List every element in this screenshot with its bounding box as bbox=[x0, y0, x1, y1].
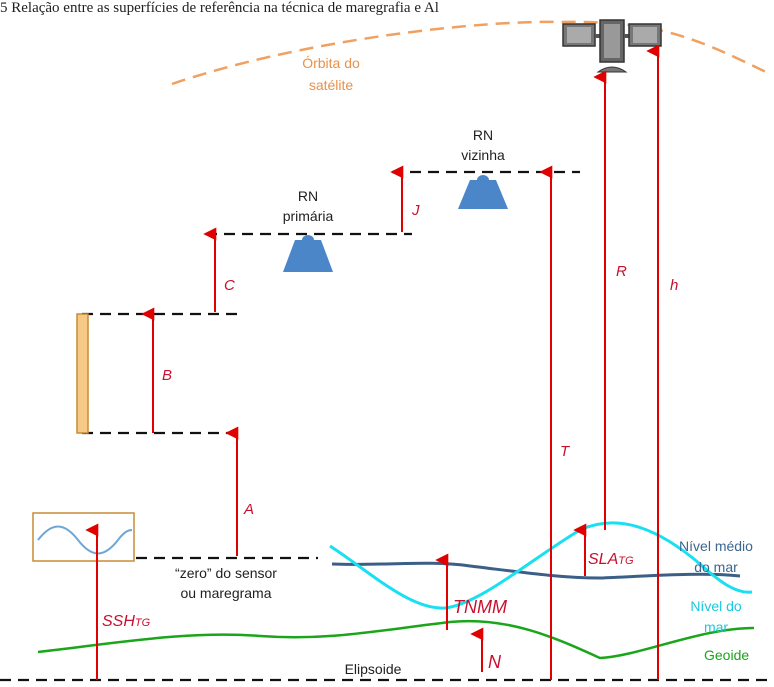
label-h: h bbox=[670, 277, 678, 294]
satellite-icon bbox=[562, 19, 662, 73]
rn-primary-icon bbox=[283, 235, 333, 272]
rn-neighbor-label-line1: RN bbox=[473, 127, 493, 143]
label-t: T bbox=[560, 443, 571, 460]
label-sla: SLATG bbox=[588, 551, 634, 568]
orbit-label-line1: Órbita do bbox=[302, 55, 360, 71]
sea-level-label-line2: mar bbox=[704, 619, 728, 635]
label-c: C bbox=[224, 277, 235, 294]
figure-caption: 5 Relação entre as superfícies de referê… bbox=[0, 0, 439, 16]
label-a: A bbox=[243, 501, 254, 518]
label-ssh: SSHTG bbox=[102, 613, 151, 630]
sea-level-curve bbox=[329, 521, 753, 610]
label-n: N bbox=[488, 652, 502, 672]
measurement-arrows bbox=[85, 44, 660, 680]
tide-staff bbox=[76, 313, 89, 434]
mean-sea-level-label-line2: do mar bbox=[694, 559, 738, 575]
satellite-orbit bbox=[171, 20, 771, 86]
sensor-zero-label-line2: ou maregrama bbox=[180, 585, 271, 601]
geoid-curve bbox=[37, 619, 755, 660]
mean-sea-level-curve bbox=[331, 561, 741, 580]
rn-neighbor-label-line2: vizinha bbox=[461, 147, 505, 163]
geoid-label: Geoide bbox=[704, 647, 749, 663]
label-b: B bbox=[162, 367, 172, 384]
rn-primary-label-line1: RN bbox=[298, 188, 318, 204]
label-r: R bbox=[616, 263, 627, 280]
rn-primary-label-line2: primária bbox=[283, 208, 334, 224]
orbit-label-line2: satélite bbox=[309, 77, 354, 93]
tide-gauge-record bbox=[32, 512, 135, 562]
mean-sea-level-label-line1: Nível médio bbox=[679, 538, 753, 554]
sea-level-label-line1: Nível do bbox=[690, 598, 742, 614]
ellipsoid-label: Elipsoide bbox=[345, 661, 402, 677]
rn-neighbor-icon bbox=[458, 175, 508, 209]
label-tnmm: TNMM bbox=[453, 597, 507, 617]
reference-levels bbox=[0, 170, 774, 682]
sensor-zero-label-line1: “zero” do sensor bbox=[175, 565, 277, 581]
label-j: J bbox=[411, 202, 420, 219]
